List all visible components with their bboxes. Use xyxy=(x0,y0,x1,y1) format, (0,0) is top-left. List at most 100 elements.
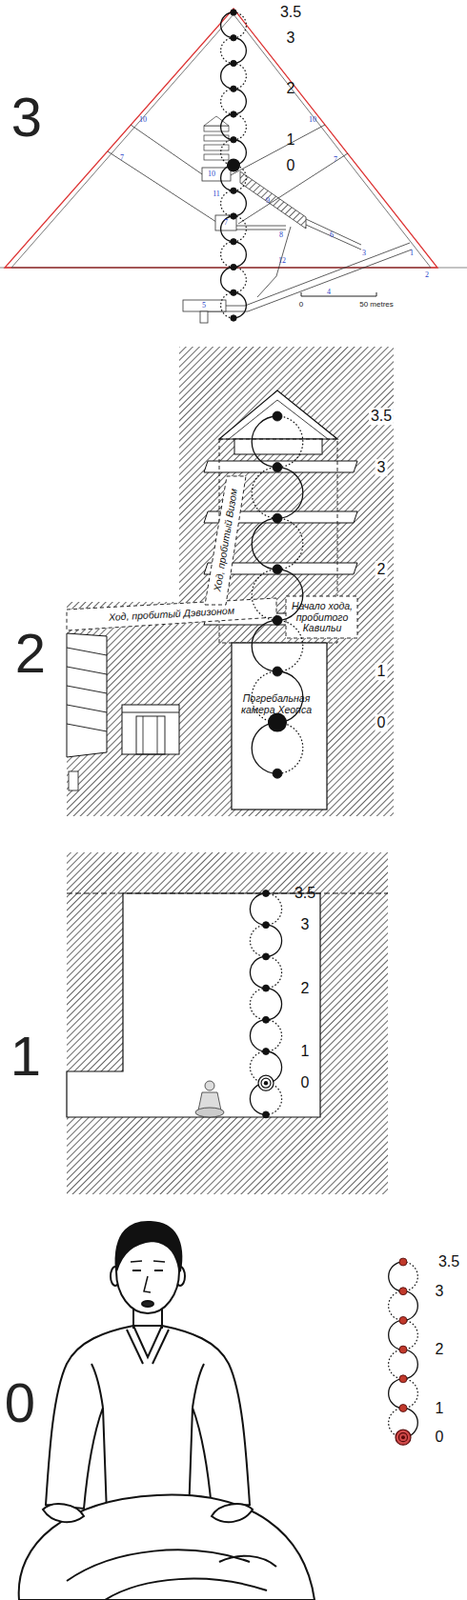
level-dot xyxy=(263,922,270,930)
relieving-chambers-part xyxy=(121,712,180,714)
spiral-arc-hidden xyxy=(265,956,283,989)
passage-label: Начало хода, пробитого Кавильи xyxy=(287,601,357,635)
level-number: 3.5 xyxy=(294,885,316,903)
pyramid-section-part xyxy=(301,292,303,297)
level-number: 0 xyxy=(301,1075,310,1093)
spiral-arc xyxy=(388,1262,404,1293)
level-number: 3 xyxy=(286,29,296,47)
pyramid-section-part xyxy=(233,225,286,227)
spiral xyxy=(251,411,304,779)
pyramid-section-part xyxy=(257,226,291,298)
chamber-room-part xyxy=(66,852,388,1196)
meditating-man-part xyxy=(116,1222,183,1273)
spiral-arc-hidden xyxy=(249,925,266,957)
pyramid-section-part xyxy=(130,124,205,177)
callout-number: 7 xyxy=(333,156,338,165)
pyramid-section-part xyxy=(203,144,229,151)
spiral-arc xyxy=(249,893,266,926)
panel-number: 2 xyxy=(15,623,46,685)
level-dot xyxy=(399,1288,407,1297)
level-dot xyxy=(399,1346,407,1355)
spiral-arc xyxy=(221,216,234,243)
callout-number: 6 xyxy=(329,231,334,241)
pyramid-section-part xyxy=(305,224,362,250)
meditating-man-part xyxy=(104,1580,267,1600)
callout-number: 8 xyxy=(279,231,284,241)
level-dot xyxy=(399,1258,407,1267)
spiral-arc-hidden xyxy=(403,1380,418,1410)
spiral-arc xyxy=(251,518,278,570)
pyramid-section-part xyxy=(202,167,231,182)
level-number: 3.5 xyxy=(368,407,394,426)
callout-number: 3 xyxy=(362,249,366,259)
meditating-man-part xyxy=(91,1364,103,1409)
relieving-chambers-part xyxy=(285,596,358,639)
spiral xyxy=(388,1258,419,1446)
level-number: 1 xyxy=(301,1043,310,1061)
level-dot xyxy=(230,137,237,143)
pyramid-section-part xyxy=(11,14,431,268)
level-dot xyxy=(399,1317,407,1325)
level-number: 0 xyxy=(286,157,296,175)
level-dot xyxy=(230,111,237,118)
meditating-man-part xyxy=(132,1270,142,1273)
spiral-arc xyxy=(388,1380,404,1410)
pyramid-section xyxy=(0,8,467,324)
pyramid-section-part xyxy=(233,229,286,231)
spiral-arc xyxy=(249,956,266,989)
level-number: 0 xyxy=(435,1429,445,1447)
relieving-chambers-part xyxy=(157,716,159,755)
spiral-arc-hidden xyxy=(277,416,304,468)
level-dot xyxy=(230,263,237,270)
callout-number: 1 xyxy=(409,249,414,259)
spiral-arc-hidden xyxy=(265,1020,283,1053)
level-dot xyxy=(272,565,283,575)
level-number: 2 xyxy=(435,1341,445,1360)
chamber-room xyxy=(66,852,388,1196)
relieving-chambers-part xyxy=(66,667,107,675)
callout-number: 7 xyxy=(223,219,228,228)
spiral-arc-hidden xyxy=(221,292,234,319)
pyramid-section-part xyxy=(240,171,306,229)
level-dot xyxy=(399,1405,407,1414)
pyramid-section-part xyxy=(203,154,229,161)
meditating-man-part xyxy=(142,1301,154,1308)
level-number: 1 xyxy=(286,131,296,149)
spiral-arc-hidden xyxy=(233,114,246,141)
level-number: 2 xyxy=(286,80,296,98)
pyramid-section-part xyxy=(203,125,229,132)
spiral-arc-hidden xyxy=(388,1350,404,1381)
spiral-arc xyxy=(221,63,234,90)
level-dot xyxy=(263,1049,270,1056)
meditating-man-part xyxy=(211,1504,253,1523)
callout-number: 10 xyxy=(207,170,216,180)
spiral-arc xyxy=(233,292,246,319)
meditating-man-part xyxy=(66,1550,250,1583)
spiral-arc xyxy=(249,1020,266,1053)
spiral-arc-hidden xyxy=(233,216,246,243)
spiral-arc xyxy=(233,190,246,217)
relieving-chambers-part xyxy=(234,439,323,455)
relieving-chambers-part xyxy=(203,461,358,473)
relieving-chambers-part xyxy=(66,705,107,713)
pyramid-section-part xyxy=(107,151,220,224)
level-dot xyxy=(230,187,237,194)
chamber-room-part xyxy=(195,1108,224,1118)
pyramid-section-part xyxy=(228,124,325,177)
spiral-arc xyxy=(277,467,304,520)
level-dot xyxy=(272,463,283,473)
spiral-arc-hidden xyxy=(388,1292,404,1322)
chamber-room-part xyxy=(66,893,321,1118)
spiral-arc xyxy=(388,1320,404,1351)
callout-number: 9 xyxy=(265,197,270,206)
level-dot xyxy=(263,1016,270,1024)
centre-target xyxy=(263,1081,268,1086)
pyramid-section-part xyxy=(203,249,412,312)
level-dot xyxy=(230,60,237,66)
level-number: 3.5 xyxy=(438,1254,460,1272)
level-dot xyxy=(230,289,237,296)
meditating-man-part xyxy=(152,1330,169,1365)
level-number: 3 xyxy=(435,1283,445,1301)
spiral-arc xyxy=(221,114,234,141)
